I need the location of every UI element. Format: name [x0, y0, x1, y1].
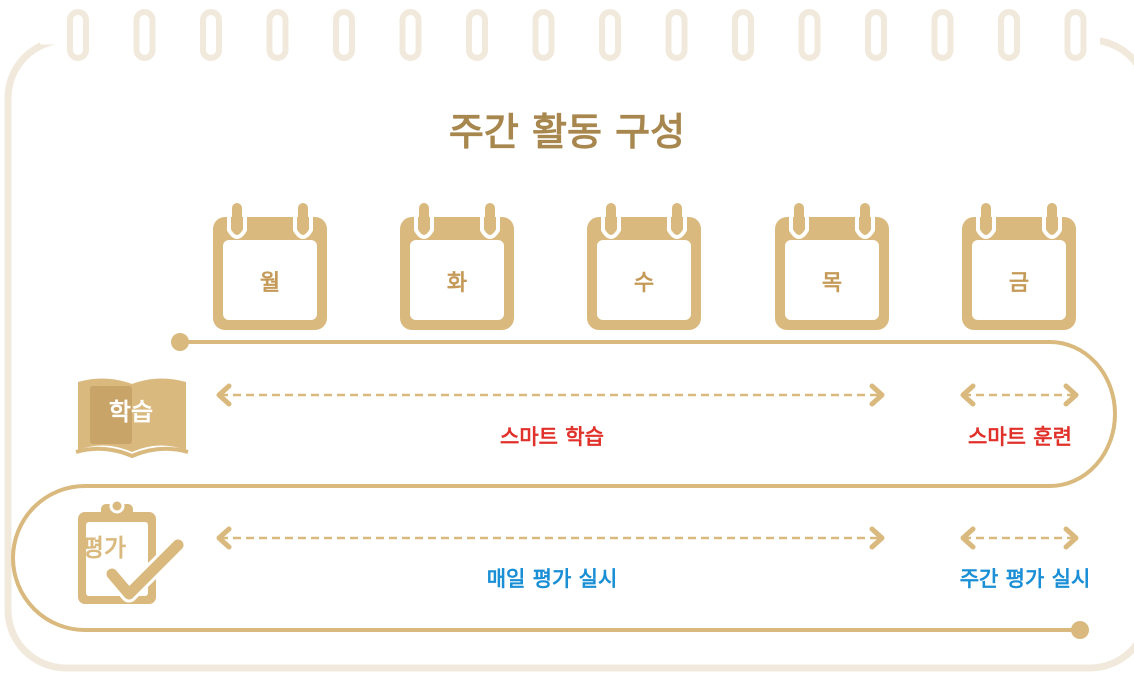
spiral-ring [399, 9, 422, 61]
day-label: 화 [447, 271, 467, 296]
flow-start-dot [171, 333, 189, 351]
weekly-evaluation-label: 주간 평가 실시 [960, 567, 1091, 591]
smart-study-label: 스마트 학습 [500, 425, 604, 449]
smart-training-label: 스마트 훈련 [968, 425, 1072, 449]
spiral-ring [665, 9, 688, 61]
spiral-ring [333, 9, 355, 61]
spiral-rings [40, 9, 1100, 61]
spiral-ring [865, 9, 887, 61]
evaluation-weekday-arrow [216, 526, 885, 550]
calendar-4: 목 [775, 203, 889, 330]
evaluation-icon-label: 평가 [82, 534, 126, 562]
spiral-ring [1064, 9, 1087, 61]
day-label: 목 [822, 271, 842, 296]
day-label: 수 [634, 271, 654, 296]
study-friday-arrow [960, 383, 1079, 407]
spiral-ring [133, 9, 156, 61]
flow-line [11, 340, 1117, 632]
spiral-ring [532, 9, 555, 61]
spiral-ring [466, 9, 488, 61]
spiral-ring [200, 9, 222, 61]
study-weekday-arrow [216, 383, 885, 407]
spiral-ring [266, 9, 289, 61]
open-book-icon: 학습 [75, 378, 189, 459]
study-icon-label: 학습 [109, 398, 153, 426]
day-label: 금 [1009, 271, 1029, 296]
flow-end-dot [1071, 621, 1089, 639]
clipboard-check-icon: 평가 [78, 498, 187, 604]
calendar-3: 수 [587, 203, 701, 330]
spiral-ring [67, 9, 89, 61]
spiral-ring [798, 9, 821, 61]
daily-evaluation-label: 매일 평가 실시 [487, 567, 618, 591]
spiral-ring [732, 9, 754, 61]
calendar-1: 월 [213, 203, 327, 330]
spiral-ring [599, 9, 621, 61]
spiral-ring [998, 9, 1020, 61]
page-title: 주간 활동 구성 [449, 110, 685, 154]
evaluation-friday-arrow [960, 526, 1079, 550]
day-label: 월 [260, 271, 280, 296]
calendar-2: 화 [400, 203, 514, 330]
calendar-5: 금 [962, 203, 1076, 330]
spiral-ring [931, 9, 954, 61]
